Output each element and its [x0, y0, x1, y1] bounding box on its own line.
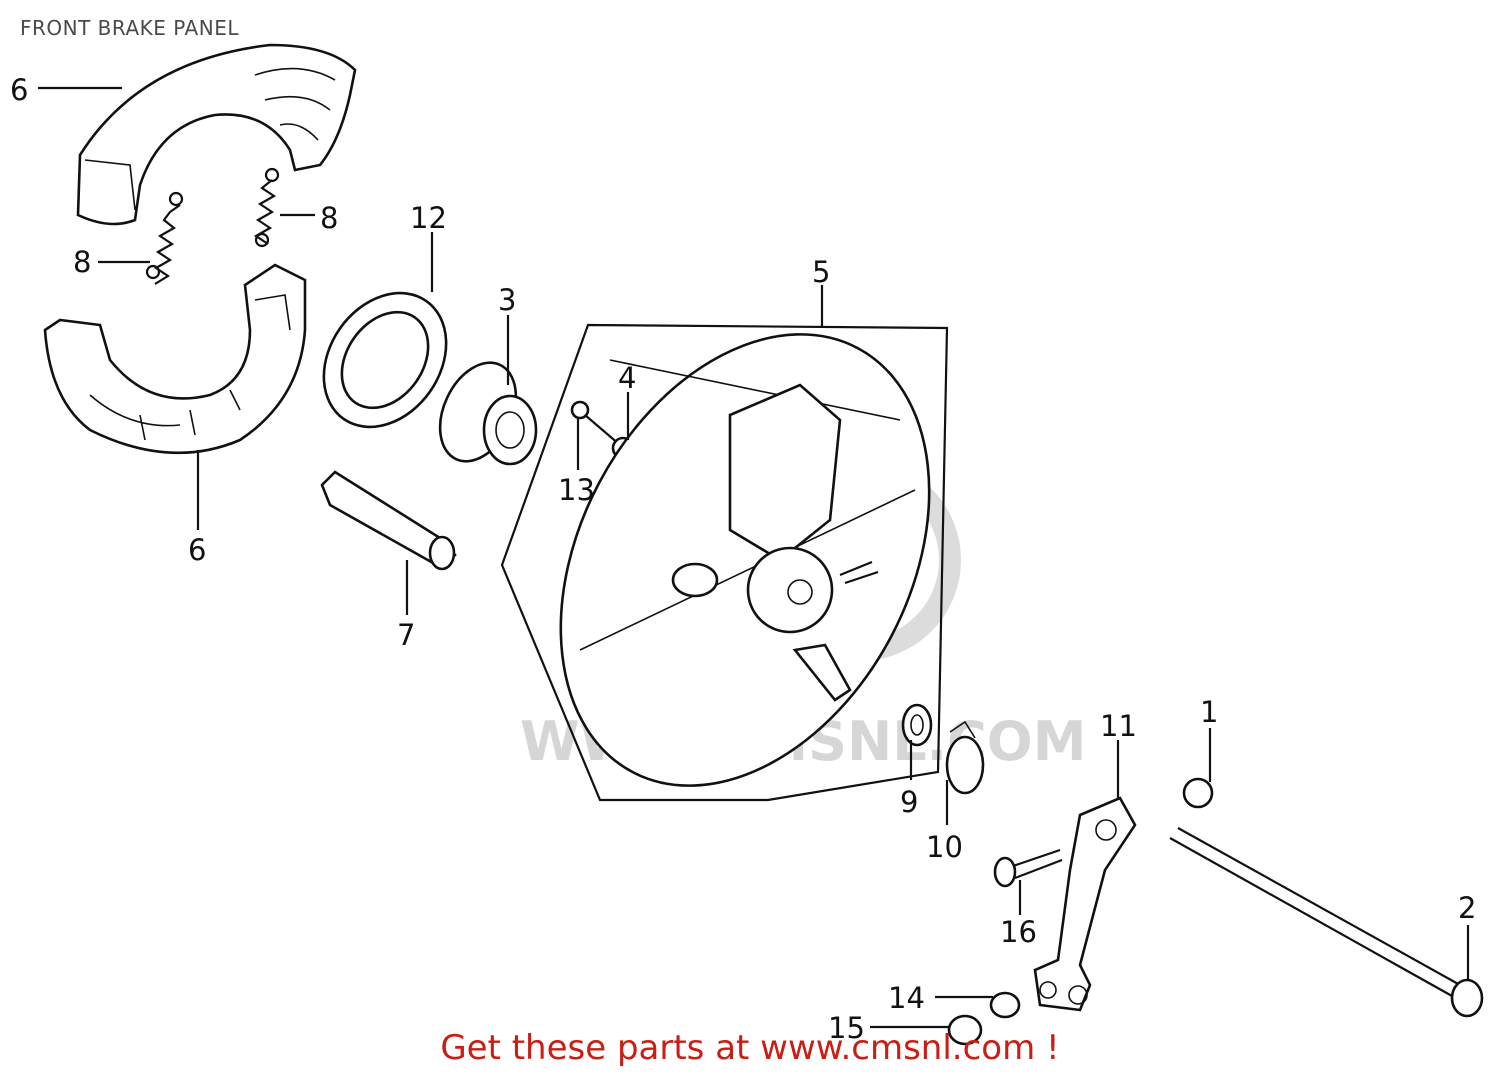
- callout-9: 9: [900, 785, 918, 819]
- joint-14: [989, 991, 1021, 1019]
- callout-12: 12: [410, 201, 447, 235]
- callout-6-lower: 6: [188, 533, 206, 567]
- brake-panel: [500, 323, 949, 802]
- brake-cam: [320, 470, 457, 571]
- callout-10: 10: [926, 830, 963, 864]
- speedometer-gear: [438, 361, 538, 466]
- pin-15: [947, 1014, 983, 1046]
- callout-16: 16: [1000, 915, 1037, 949]
- callout-11: 11: [1100, 709, 1137, 743]
- callout-2: 2: [1458, 891, 1476, 925]
- callout-7: 7: [397, 618, 415, 652]
- axle-nut: [1182, 777, 1214, 809]
- brake-shoe-upper: [76, 43, 357, 226]
- leader-lines: [38, 86, 1470, 1029]
- callout-14: 14: [888, 981, 925, 1015]
- spring-left: [145, 191, 184, 285]
- page-title: FRONT BRAKE PANEL: [20, 16, 239, 40]
- callout-15: 15: [828, 1011, 865, 1045]
- callout-5: 5: [812, 255, 830, 289]
- front-axle: [1169, 827, 1484, 1018]
- callout-8-left: 8: [73, 245, 91, 279]
- callout-1: 1: [1200, 695, 1218, 729]
- spring-right: [253, 167, 280, 248]
- indicator-plate-10: [945, 720, 985, 795]
- bolt-13: [570, 400, 621, 446]
- callout-3: 3: [498, 283, 516, 317]
- bolt-16: [993, 848, 1063, 888]
- brake-shoe-lower: [43, 263, 307, 455]
- callout-6-upper: 6: [10, 73, 28, 107]
- brake-arm: [1033, 796, 1137, 1012]
- dust-seal: [322, 291, 448, 429]
- washer-9: [901, 703, 933, 747]
- callout-8-right: 8: [320, 201, 338, 235]
- callout-13: 13: [558, 473, 595, 507]
- callout-4: 4: [618, 361, 636, 395]
- footer-link-text[interactable]: Get these parts at www.cmsnl.com !: [440, 1028, 1060, 1068]
